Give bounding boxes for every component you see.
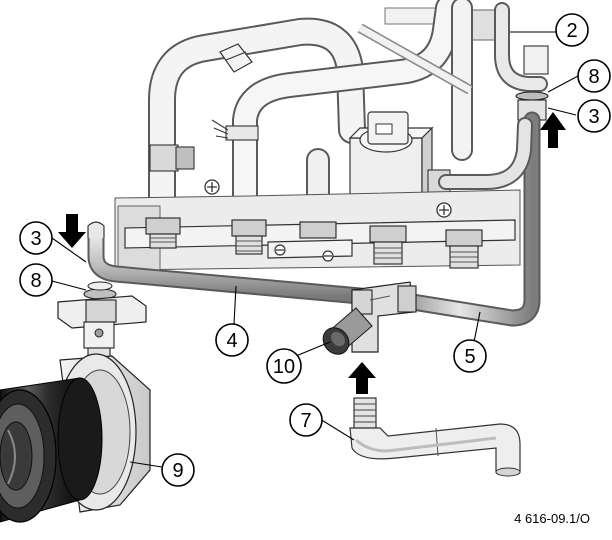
callout-label: 3 — [30, 228, 41, 250]
callout-4: 4 — [215, 323, 249, 357]
callout-label: 2 — [566, 20, 577, 42]
callout-10: 10 — [266, 348, 302, 384]
nipple — [145, 217, 181, 249]
callout-label: 3 — [588, 106, 599, 128]
callout-label: 8 — [30, 270, 41, 292]
callout-5: 5 — [453, 339, 487, 373]
arrow-up-icon — [540, 112, 566, 148]
callout-label: 5 — [464, 346, 475, 368]
right-return-pipe — [391, 2, 549, 327]
callout-9: 9 — [161, 453, 195, 487]
gas-regulator — [0, 353, 151, 523]
screw-icon — [204, 179, 220, 195]
seal-ring — [515, 91, 549, 101]
callout-3-left: 3 — [19, 221, 53, 255]
callout-8-left: 8 — [19, 263, 53, 297]
nipple — [369, 225, 407, 265]
nipple — [231, 219, 267, 255]
leader-lines — [51, 31, 579, 468]
nipple — [445, 229, 483, 269]
callout-8-top: 8 — [577, 59, 611, 93]
arrow-down-icon — [58, 214, 86, 248]
callout-3-right: 3 — [577, 99, 611, 133]
connection-nipples — [145, 217, 483, 269]
tee-fitting — [322, 281, 417, 355]
callout-label: 9 — [172, 460, 183, 482]
supply-elbow-pipe — [349, 397, 521, 477]
figure-id: 4 616-09.1/O — [514, 511, 590, 526]
callout-label: 8 — [588, 66, 599, 88]
nipple — [299, 221, 337, 239]
callout-label: 10 — [273, 356, 295, 378]
callout-7: 7 — [289, 403, 323, 437]
screw-icon — [436, 202, 452, 218]
front-pipe — [87, 221, 369, 305]
arrow-up-icon — [348, 362, 376, 394]
left-union-fitting — [57, 281, 147, 367]
callout-label: 4 — [226, 330, 237, 352]
callout-label: 7 — [300, 410, 311, 432]
callout-2: 2 — [555, 13, 589, 47]
